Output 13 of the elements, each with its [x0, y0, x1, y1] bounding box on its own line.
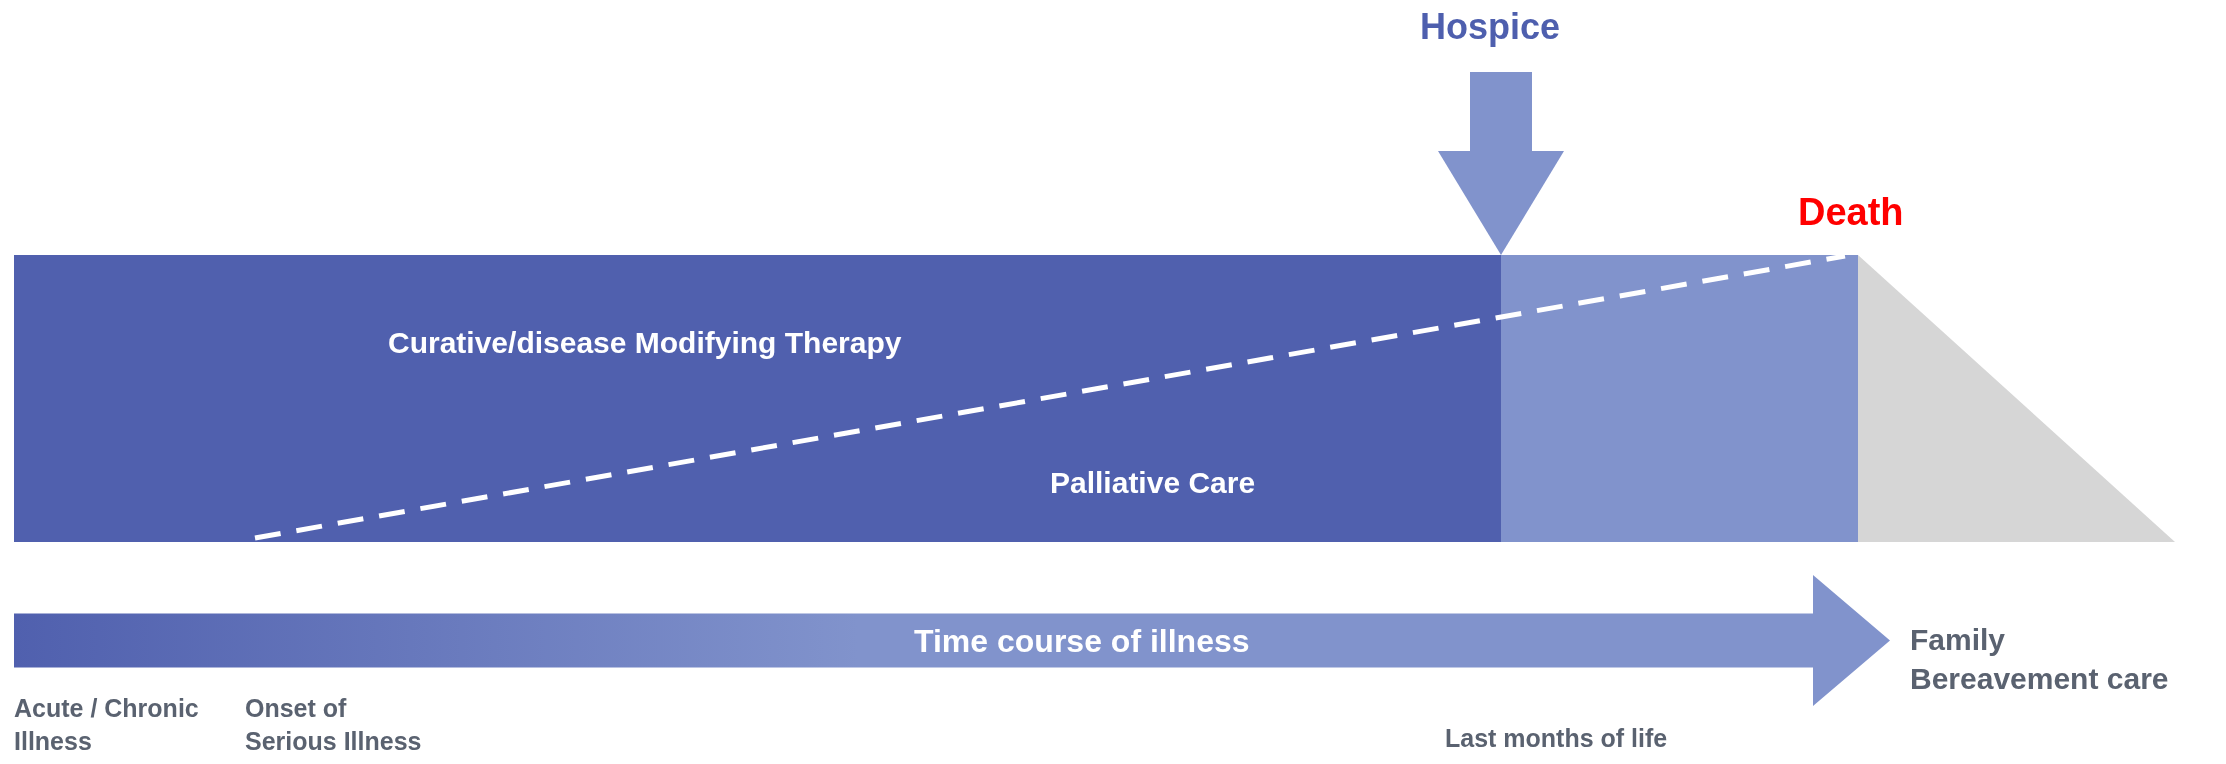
band-label: Curative/disease Modifying Therapy: [388, 325, 902, 361]
therapy-band: [14, 255, 1501, 542]
arrow: [1438, 72, 1564, 255]
hospice-band: [1501, 255, 1858, 542]
stage-label: Last months of life: [1445, 723, 1668, 754]
stage-label: Acute / Chronic Illness: [14, 693, 199, 757]
bereavement-triangle: [1858, 255, 2175, 542]
timeline-label: Time course of illness: [914, 622, 1250, 661]
hospice-label: Hospice: [1420, 4, 1561, 51]
care-label: Family Bereavement care: [1910, 622, 2170, 697]
event-label: Death: [1798, 190, 1904, 235]
band-label: Palliative Care: [1050, 465, 1256, 501]
stage-label: Onset of Serious Illness: [245, 693, 423, 757]
